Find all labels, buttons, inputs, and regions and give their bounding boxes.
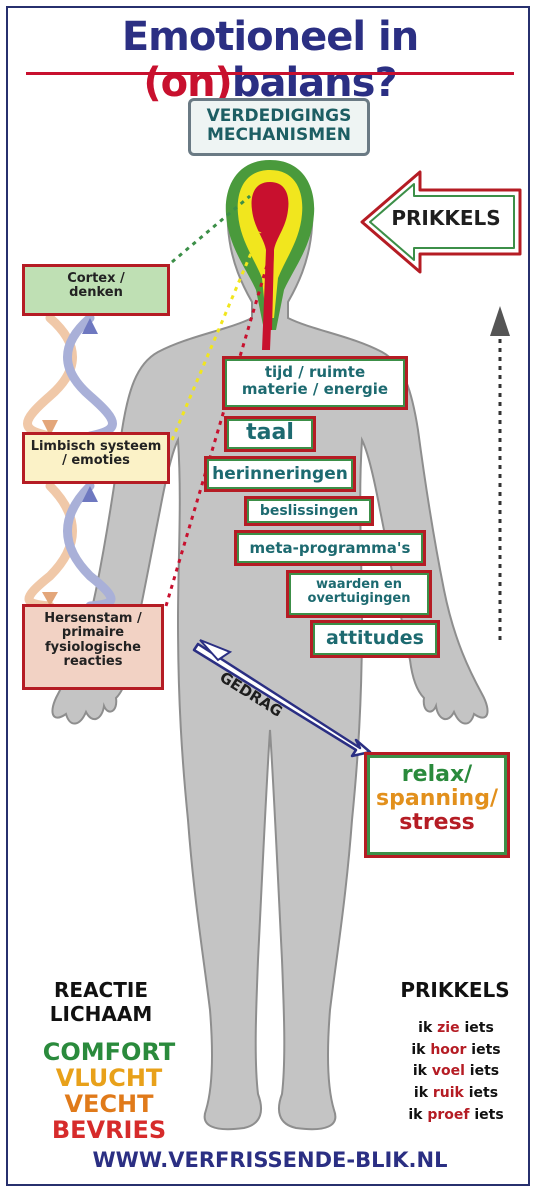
website-link[interactable]: WWW.VERFRISSENDE-BLIK.NL (0, 1148, 540, 1172)
state-vecht: VECHT (34, 1092, 184, 1118)
filter-memories: herinneringen (204, 456, 356, 492)
filter-language: taal (224, 416, 316, 452)
feedback-arrow-head (490, 306, 510, 336)
sense-see: ik zie iets (386, 1018, 526, 1040)
limbic-box: Limbisch systeem/ emoties (22, 432, 170, 484)
sense-taste: ik proef iets (386, 1105, 526, 1127)
sense-feel: ik voel iets (386, 1061, 526, 1083)
cortex-box: Cortex /denken (22, 264, 170, 316)
state-comfort: COMFORT (34, 1040, 184, 1066)
prikkels-heading: PRIKKELS (390, 978, 520, 1002)
state-vlucht: VLUCHT (34, 1066, 184, 1092)
filter-meta-programs: meta-programma's (234, 530, 426, 566)
filter-decisions: beslissingen (244, 496, 374, 526)
prikkels-arrow-label: PRIKKELS (376, 206, 516, 230)
senses-list: ik zie iets ik hoor iets ik voel iets ik… (386, 1018, 526, 1126)
state-list: COMFORT VLUCHT VECHT BEVRIES (34, 1040, 184, 1144)
outcome-box: relax/spanning/stress (364, 752, 510, 858)
sense-smell: ik ruik iets (386, 1083, 526, 1105)
sense-hear: ik hoor iets (386, 1040, 526, 1062)
filter-attitudes: attitudes (310, 620, 440, 658)
state-bevries: BEVRIES (34, 1118, 184, 1144)
